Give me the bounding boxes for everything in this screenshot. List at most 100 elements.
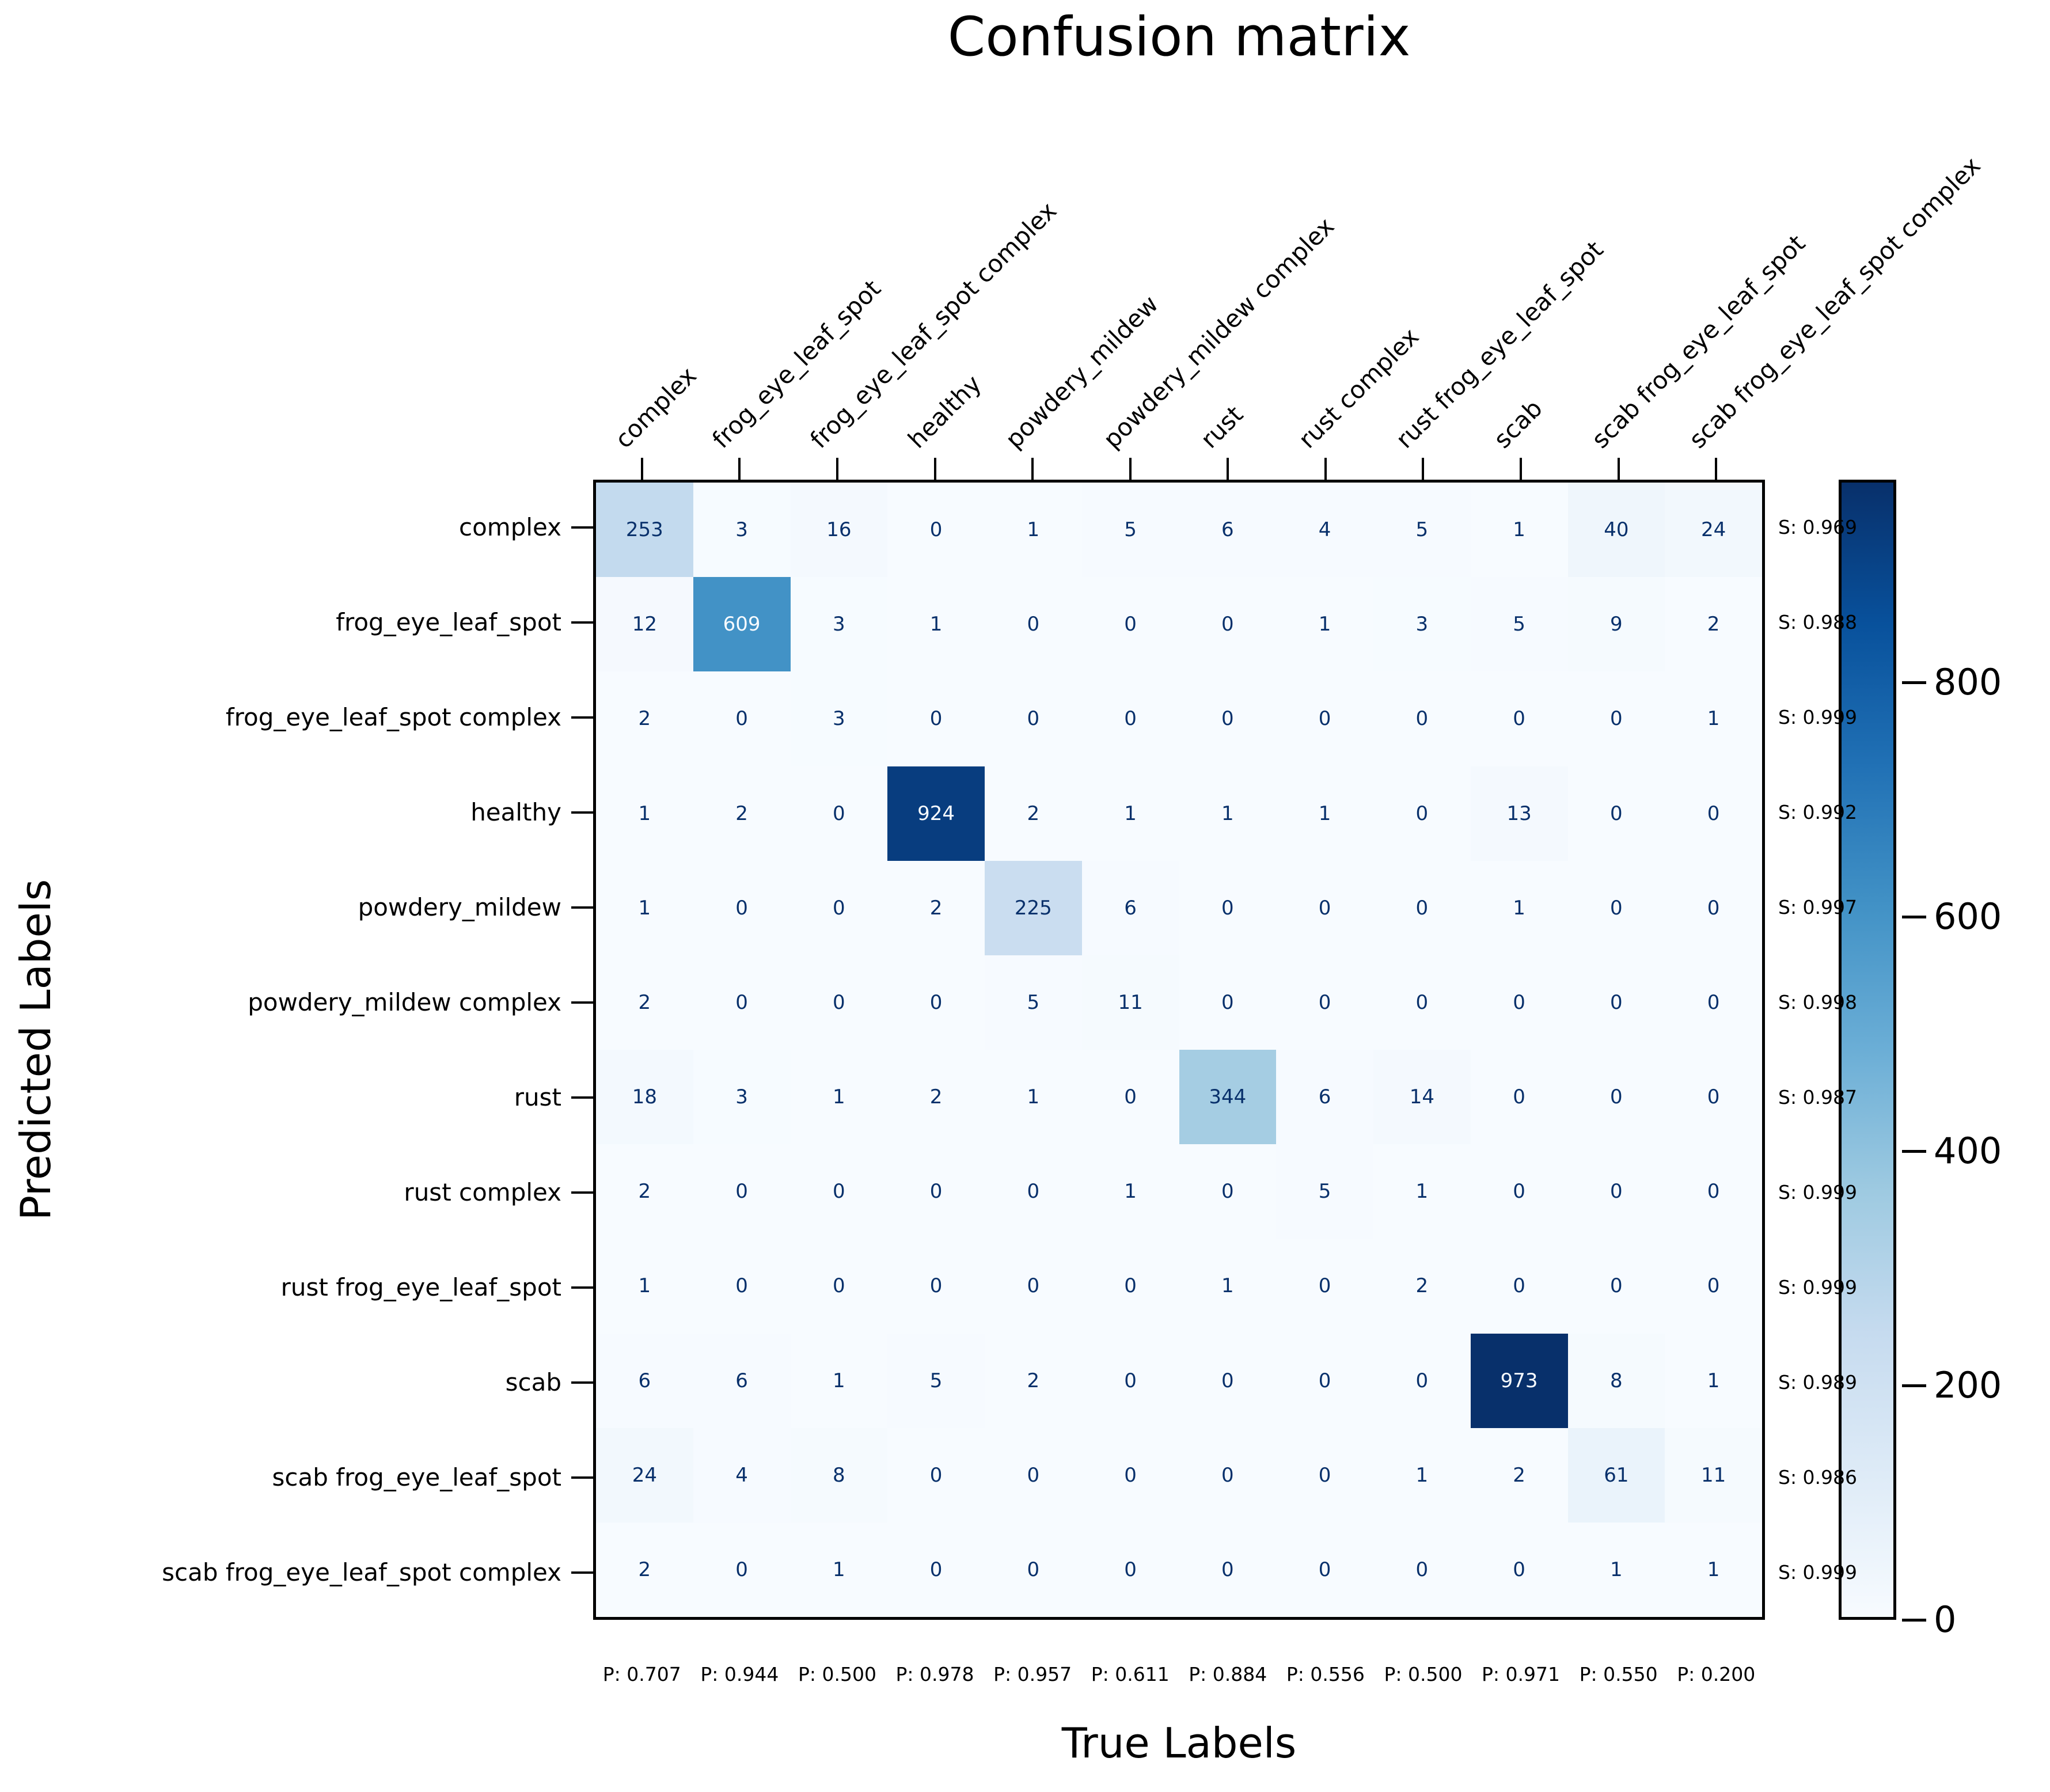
row-label: scab frog_eye_leaf_spot complex (162, 1558, 561, 1586)
col-tick (933, 458, 936, 480)
matrix-cell: 0 (1567, 766, 1665, 861)
col-tick (640, 458, 643, 480)
matrix-cell: 0 (1567, 860, 1665, 955)
matrix-cell: 0 (693, 955, 791, 1050)
matrix-cell: 40 (1567, 483, 1665, 578)
matrix-cell: 8 (1567, 1333, 1665, 1428)
row-label: scab frog_eye_leaf_spot (272, 1463, 561, 1491)
matrix-cell: 0 (1665, 955, 1762, 1050)
sensitivity-label: S: 0.999 (1778, 1275, 1858, 1299)
matrix-cell: 0 (1081, 1427, 1179, 1523)
row-label: frog_eye_leaf_spot complex (225, 703, 561, 731)
matrix-cell: 1 (596, 860, 693, 955)
matrix-cell: 0 (1179, 1427, 1277, 1523)
matrix-cell: 0 (985, 1144, 1082, 1239)
matrix-cell: 0 (985, 671, 1082, 766)
col-tick (738, 458, 741, 480)
row-label: frog_eye_leaf_spot (336, 608, 561, 636)
row-tick (571, 1001, 593, 1004)
matrix-cell: 0 (1567, 1050, 1665, 1145)
matrix-cell: 225 (985, 860, 1082, 955)
matrix-cell: 0 (1373, 1522, 1471, 1617)
matrix-cell: 2 (596, 1144, 693, 1239)
matrix-cell: 0 (790, 1239, 888, 1334)
matrix-cell: 0 (1665, 1050, 1762, 1145)
matrix-cell: 0 (1665, 1144, 1762, 1239)
matrix-cell: 973 (1470, 1333, 1568, 1428)
matrix-cell: 0 (985, 1427, 1082, 1523)
matrix-cell: 0 (693, 1522, 791, 1617)
sensitivity-label: S: 0.999 (1778, 1561, 1858, 1584)
row-tick (571, 811, 593, 814)
matrix-cell: 1 (887, 577, 985, 672)
matrix-cell: 4 (693, 1427, 791, 1523)
matrix-cell: 1 (596, 766, 693, 861)
matrix-cell: 0 (790, 766, 888, 861)
matrix-cell: 3 (1373, 577, 1471, 672)
matrix-cell: 0 (887, 1239, 985, 1334)
matrix-cell: 4 (1276, 483, 1373, 578)
colorbar-tick-label: 400 (1934, 1130, 2002, 1172)
row-tick (571, 526, 593, 529)
sensitivity-label: S: 0.997 (1778, 895, 1858, 918)
matrix-cell: 0 (1665, 766, 1762, 861)
matrix-cell: 5 (985, 955, 1082, 1050)
matrix-cell: 0 (1276, 1333, 1373, 1428)
matrix-cell: 1 (1470, 860, 1568, 955)
matrix-cell: 13 (1470, 766, 1568, 861)
matrix-cell: 0 (1179, 577, 1277, 672)
matrix-cell: 2 (693, 766, 791, 861)
matrix-cell: 0 (1276, 1239, 1373, 1334)
matrix-cell: 9 (1567, 577, 1665, 672)
matrix-cell: 0 (693, 1239, 791, 1334)
sensitivity-label: S: 0.998 (1778, 990, 1858, 1013)
matrix-cell: 3 (693, 483, 791, 578)
matrix-cell: 0 (1276, 955, 1373, 1050)
matrix-cell: 0 (693, 1144, 791, 1239)
matrix-cell: 1 (1276, 577, 1373, 672)
precision-label: P: 0.707 (602, 1663, 681, 1685)
colorbar-tick-label: 200 (1934, 1364, 2002, 1406)
matrix-cell: 0 (1081, 577, 1179, 672)
precision-label: P: 0.884 (1189, 1663, 1267, 1685)
col-tick (1227, 458, 1229, 480)
sensitivity-label: S: 0.999 (1778, 1180, 1858, 1203)
matrix-cell: 6 (1276, 1050, 1373, 1145)
matrix-cell: 1 (1276, 766, 1373, 861)
matrix-cell: 0 (1081, 671, 1179, 766)
matrix-cell: 0 (1373, 860, 1471, 955)
matrix-cell: 0 (887, 671, 985, 766)
matrix-cell: 1 (1665, 671, 1762, 766)
matrix-cell: 0 (1567, 1144, 1665, 1239)
precision-label: P: 0.944 (700, 1663, 779, 1685)
matrix-cell: 0 (1373, 671, 1471, 766)
col-label: healthy (902, 369, 987, 454)
matrix-cell: 0 (1179, 1144, 1277, 1239)
col-label: scab (1488, 394, 1548, 454)
matrix-cell: 11 (1081, 955, 1179, 1050)
matrix-cell: 3 (790, 671, 888, 766)
matrix-cell: 0 (790, 1144, 888, 1239)
sensitivity-label: S: 0.989 (1778, 1370, 1858, 1394)
col-tick (1129, 458, 1132, 480)
row-label: complex (459, 512, 561, 541)
matrix-cell: 1 (1567, 1522, 1665, 1617)
matrix-cell: 2 (985, 1333, 1082, 1428)
matrix-cell: 0 (1567, 1239, 1665, 1334)
matrix-cell: 0 (887, 1522, 985, 1617)
matrix-cell: 6 (1081, 860, 1179, 955)
matrix-cell: 1 (790, 1522, 888, 1617)
colorbar-tick-label: 800 (1934, 661, 2002, 704)
matrix-cell: 2 (596, 671, 693, 766)
matrix-cell: 1 (985, 483, 1082, 578)
matrix-cell: 5 (887, 1333, 985, 1428)
matrix-cell: 0 (1081, 1239, 1179, 1334)
row-label: powdery_mildew complex (248, 988, 561, 1016)
matrix-cell: 0 (1276, 671, 1373, 766)
matrix-cell: 5 (1470, 577, 1568, 672)
colorbar-tick (1902, 1149, 1926, 1153)
matrix-cell: 1 (596, 1239, 693, 1334)
matrix-cell: 0 (887, 483, 985, 578)
matrix-cell: 1 (1665, 1333, 1762, 1428)
matrix-cell: 0 (693, 860, 791, 955)
